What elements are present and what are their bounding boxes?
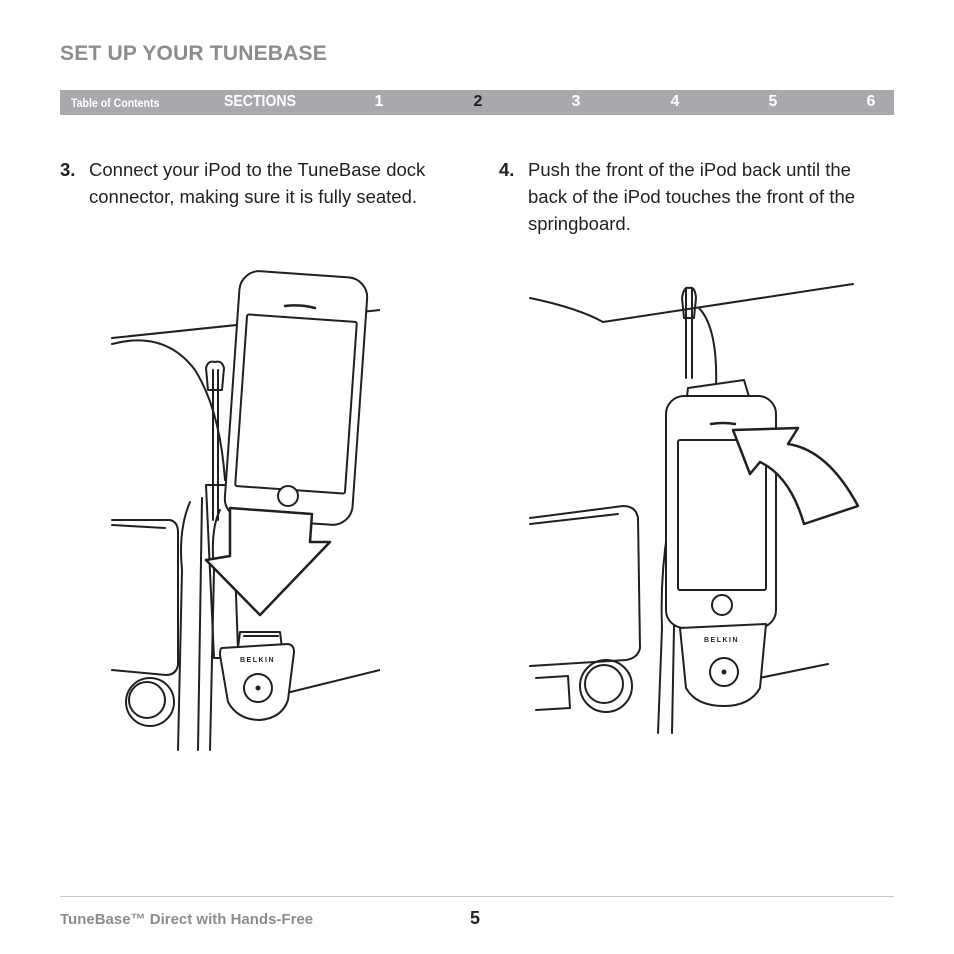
step-text: Push the front of the iPod back until th… [528, 156, 855, 237]
step-text-line: Connect your iPod to the TuneBase dock [89, 159, 426, 180]
step-number: 4. [499, 159, 515, 180]
step-text: Connect your iPod to the TuneBase dock c… [89, 156, 425, 210]
footer-divider [60, 896, 894, 897]
section-5-link[interactable]: 5 [768, 93, 778, 110]
section-title: SET UP YOUR TUNEBASE [60, 42, 327, 65]
section-6-link[interactable]: 6 [866, 93, 876, 110]
section-navigation-bar: Table of Contents SECTIONS 1 2 3 4 5 6 [60, 90, 894, 115]
step-text-line: connector, making sure it is fully seate… [89, 186, 418, 207]
step-text-line: springboard. [528, 213, 631, 234]
section-3-link[interactable]: 3 [571, 93, 581, 110]
illustration-push-ipod-back: BELKIN [528, 278, 878, 738]
table-of-contents-link[interactable]: Table of Contents [71, 96, 160, 110]
step-number: 3. [60, 159, 76, 180]
page-number: 5 [470, 908, 481, 928]
step-text-line: Push the front of the iPod back until th… [528, 159, 851, 180]
section-4-link[interactable]: 4 [670, 93, 680, 110]
belkin-logo-text: BELKIN [240, 657, 275, 664]
step-text-line: back of the iPod touches the front of th… [528, 186, 856, 207]
belkin-logo-text: BELKIN [704, 637, 739, 644]
illustration-connect-ipod: BELKIN [110, 270, 380, 755]
section-1-link[interactable]: 1 [374, 93, 384, 110]
sections-label: SECTIONS [224, 93, 296, 110]
section-2-link[interactable]: 2 [473, 93, 483, 110]
footer-product-name: TuneBase™ Direct with Hands-Free [60, 911, 314, 928]
